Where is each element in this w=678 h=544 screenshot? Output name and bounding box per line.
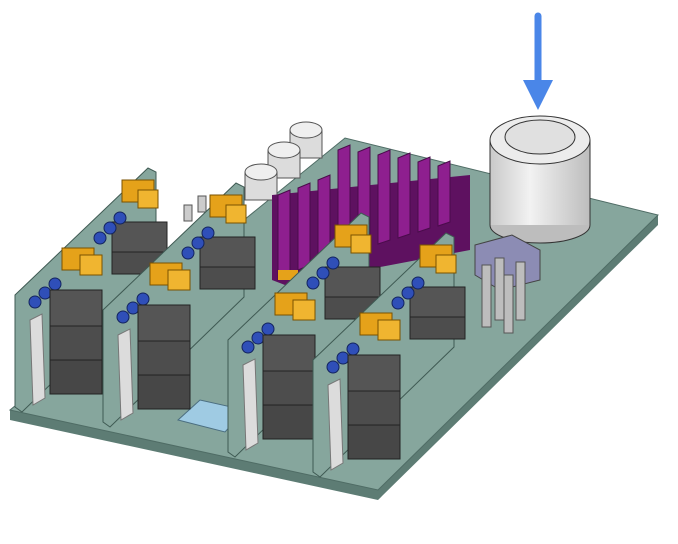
large-capacitor xyxy=(489,115,591,244)
arrow-down-icon xyxy=(523,12,553,110)
sensor-chip xyxy=(474,234,541,334)
small-capacitors xyxy=(183,121,323,222)
